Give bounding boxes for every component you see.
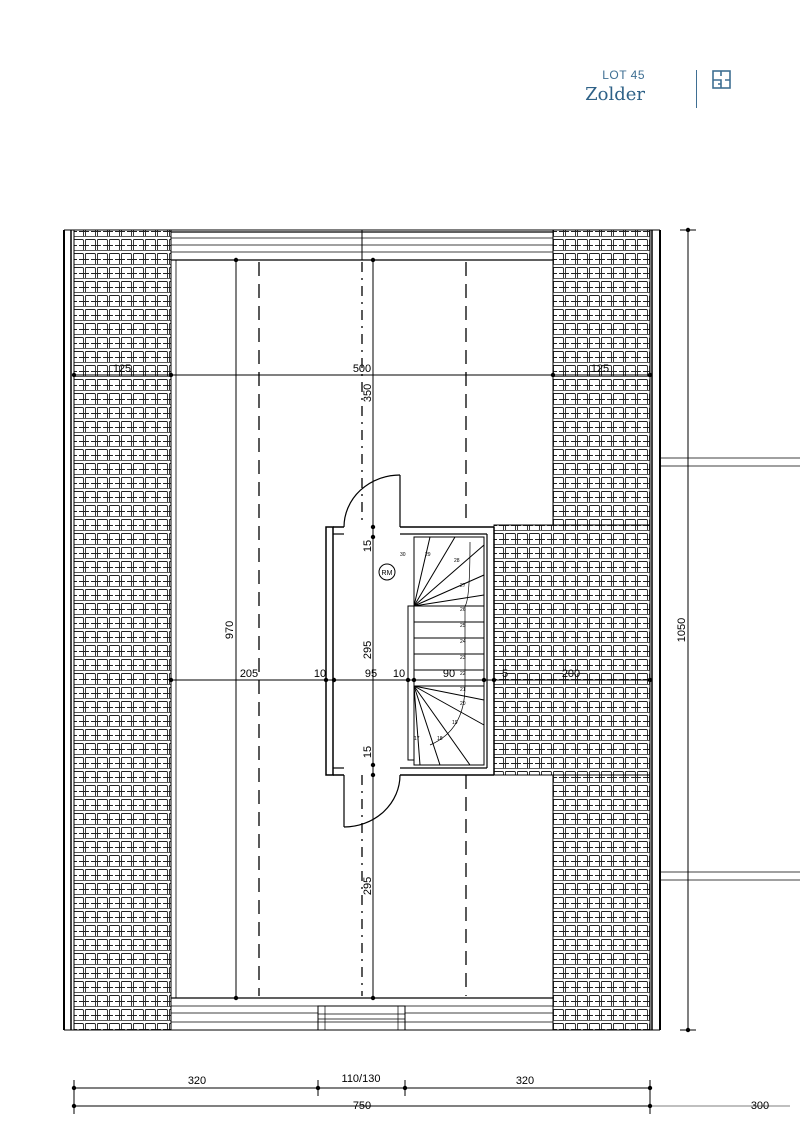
dimension-labels: 125 500 125 350 970 15 295 15 295 205 10… — [113, 363, 769, 1112]
dim-hall-width: 95 — [365, 668, 377, 680]
top-ridge — [171, 230, 553, 261]
dim-wall-left: 10 — [314, 668, 326, 680]
landing-walls — [325, 526, 495, 776]
floor-title: Zolder — [585, 84, 645, 105]
stair-step-number: 21 — [460, 687, 466, 693]
dim-left-room: 205 — [240, 668, 258, 680]
knee-wall-lines — [258, 262, 467, 996]
dimension-lines — [74, 230, 800, 1107]
roof-tiles-left — [73, 229, 172, 1031]
floorplan-icon — [710, 68, 734, 96]
bottom-ridge — [171, 997, 553, 1031]
dim-bottom-middle: 110/130 — [342, 1073, 381, 1085]
dim-top-right: 125 — [591, 363, 609, 375]
roof-tiles-right-lower — [552, 774, 651, 1031]
stair-step-number: 27 — [460, 583, 466, 589]
stair-step-number: 20 — [460, 701, 466, 707]
staircase — [407, 536, 485, 766]
lot-number: LOT 45 — [602, 68, 645, 82]
page-header: LOT 45 Zolder — [585, 62, 760, 112]
stair-step-number: 25 — [460, 623, 466, 629]
dim-bottom-right: 320 — [516, 1075, 534, 1087]
dim-top-middle: 500 — [353, 363, 371, 375]
dim-bottom-left: 320 — [188, 1075, 206, 1087]
dim-top-left: 125 — [113, 363, 131, 375]
dim-interior-depth: 970 — [224, 621, 236, 639]
stair-step-number: 17 — [414, 736, 420, 742]
stair-step-number: 19 — [452, 720, 458, 726]
stair-step-number: 23 — [460, 655, 466, 661]
dim-landing-upper: 15 — [362, 540, 374, 552]
door-lower — [343, 774, 401, 828]
dim-landing-lower: 15 — [362, 746, 374, 758]
door-upper — [343, 474, 401, 528]
dim-overall-depth: 1050 — [676, 618, 688, 642]
rm-label: RM — [382, 570, 393, 577]
dim-extension: 300 — [751, 1100, 769, 1112]
dim-overall-width: 750 — [353, 1100, 371, 1112]
dim-right-zone: 200 — [562, 668, 580, 680]
stair-step-number: 24 — [460, 639, 466, 645]
stair-step-number: 30 — [400, 552, 406, 558]
stair-step-number: 28 — [454, 558, 460, 564]
roof-tiles-right-upper — [552, 229, 651, 526]
stair-step-number: 29 — [425, 552, 431, 558]
roof-tiles — [73, 229, 651, 1031]
doors — [343, 474, 401, 828]
stair-step-number: 18 — [437, 736, 443, 742]
dim-lower-depth: 295 — [362, 877, 374, 895]
stair-step-number: 26 — [460, 607, 466, 613]
dim-stair-width: 90 — [443, 668, 455, 680]
header-divider — [696, 70, 697, 108]
dim-wall-mid: 10 — [393, 668, 405, 680]
dimension-ticks — [73, 229, 696, 1114]
dim-wall-right: 5 — [502, 668, 508, 680]
rm-symbol: RM — [378, 563, 396, 581]
stair-step-number: 22 — [460, 671, 466, 677]
dimension-nodes — [71, 227, 691, 1109]
roof-tiles-right-middle — [493, 524, 651, 776]
stair-step-numbers: 30 29 28 27 26 25 24 23 22 21 20 19 18 1… — [400, 552, 466, 742]
dim-upper-depth: 350 — [362, 384, 374, 402]
dim-hall-depth: 295 — [362, 641, 374, 659]
